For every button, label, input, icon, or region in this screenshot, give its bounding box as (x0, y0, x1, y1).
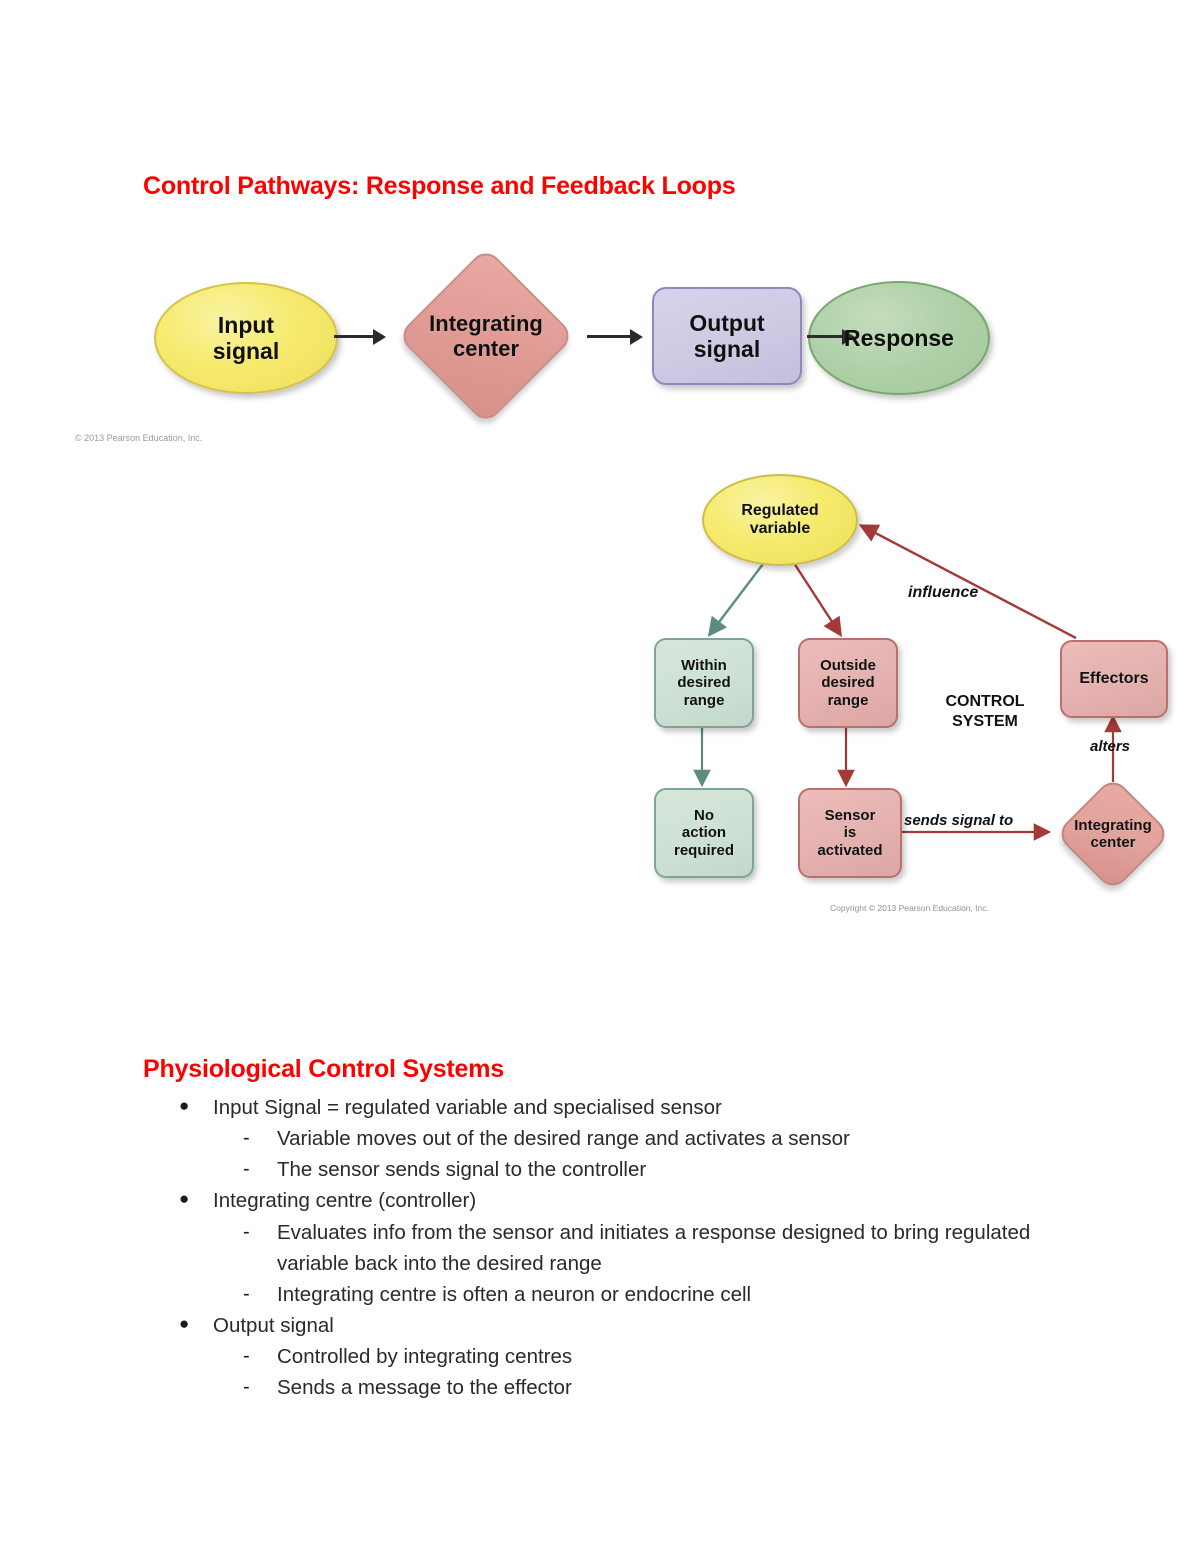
bullet-item-text: Controlled by integrating centres (277, 1345, 573, 1369)
section-title-physiological-control-systems: Physiological Control Systems (143, 1055, 504, 1083)
feedback-connectors (693, 524, 1122, 841)
bullet-list: ● Input Signal = regulated variable and s… (143, 1092, 1103, 1404)
bullet-item-text: Evaluates info from the sensor and initi… (277, 1220, 1031, 1275)
diamond-shape (1055, 776, 1171, 892)
bullet-item: - Integrating centre is often a neuron or… (243, 1279, 1103, 1310)
node-effectors: Effectors (1060, 640, 1168, 718)
bullet-item: ● Integrating centre (controller) (179, 1185, 1103, 1216)
bullet-item: ● Output signal (179, 1310, 1103, 1341)
page-title: Control Pathways: Response and Feedback … (143, 172, 736, 200)
dash-marker-icon: - (243, 1345, 250, 1368)
bullet-item-text: Integrating centre (controller) (213, 1189, 477, 1213)
bullet-item-text: Integrating centre is often a neuron or … (277, 1282, 752, 1306)
arrow-integrating-to-output-icon (587, 335, 639, 338)
node-effectors-label: Effectors (1079, 669, 1149, 687)
bullet-item-text: Output signal (213, 1314, 334, 1338)
bullet-item-text: Sends a message to the effector (277, 1376, 572, 1400)
node-response-label: Response (844, 324, 954, 351)
bullet-marker-icon: ● (179, 1096, 190, 1115)
edge-label-alters: alters (1090, 738, 1131, 755)
dash-marker-icon: - (243, 1282, 250, 1305)
bullet-item: ● Input Signal = regulated variable and s… (179, 1092, 1103, 1123)
bullet-item: - Evaluates info from the sensor and init… (243, 1217, 1103, 1279)
dash-marker-icon: - (243, 1158, 250, 1181)
bullet-marker-icon: ● (179, 1189, 190, 1209)
arrow-output-to-response-icon (807, 335, 851, 338)
diamond-shape (396, 246, 576, 426)
diagram2-credit: Copyright © 2013 Pearson Education, Inc. (830, 903, 989, 913)
bullet-item-text: The sensor sends signal to the controlle… (277, 1158, 647, 1182)
bullet-item-text: Variable moves out of the desired range … (277, 1127, 850, 1151)
bullet-item: - Sends a message to the effector (243, 1372, 1103, 1403)
dash-marker-icon: - (243, 1220, 250, 1243)
dash-marker-icon: - (243, 1127, 250, 1150)
bullet-item: - The sensor sends signal to the controll… (243, 1154, 1103, 1185)
dash-marker-icon: - (243, 1376, 250, 1399)
bullet-item: - Variable moves out of the desired range… (243, 1123, 1103, 1154)
edge-label-influence: influence (908, 584, 979, 601)
diagram1-credit: © 2013 Pearson Education, Inc. (75, 433, 203, 443)
edge-label-sends-signal-to: sends signal to (904, 812, 1014, 829)
node-response: Response (808, 281, 990, 395)
bullet-item-text: Input Signal = regulated variable and sp… (213, 1096, 722, 1119)
bullet-marker-icon: ● (179, 1314, 190, 1334)
bullet-item: - Controlled by integrating centres (243, 1341, 1103, 1372)
arrow-input-to-integrating-icon (334, 335, 382, 338)
